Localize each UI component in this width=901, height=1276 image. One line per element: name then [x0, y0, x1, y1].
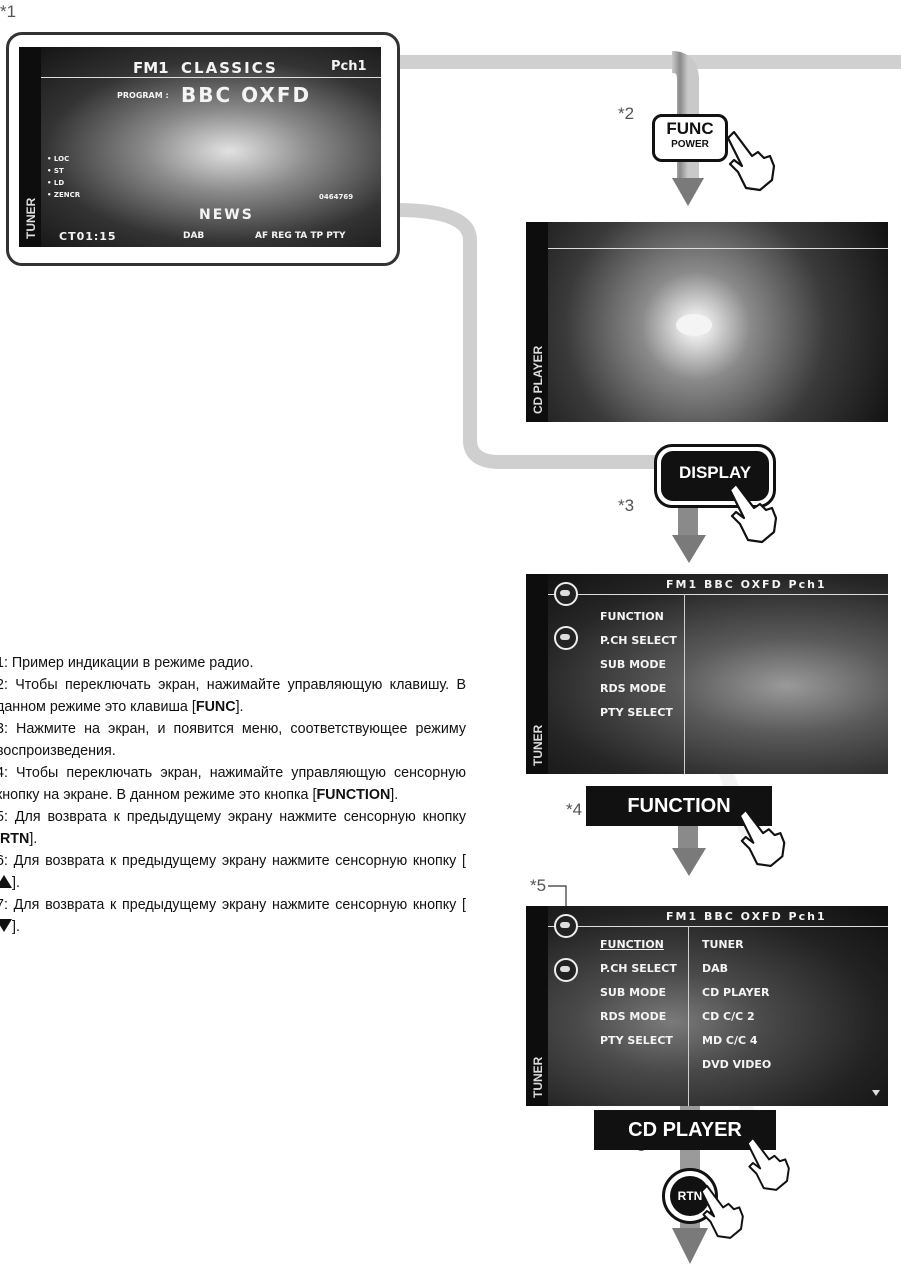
- notes-block: 1: Пример индикации в режиме радио. 2: Ч…: [0, 652, 466, 938]
- rds-flags: AF REG TA TP PTY: [255, 231, 346, 241]
- display-button[interactable]: DISPLAY: [661, 451, 769, 501]
- note-3: 3: Нажмите на экран, и появится меню, со…: [0, 721, 466, 759]
- indicator-1: • ST: [47, 167, 64, 175]
- clock-label: CT01:15: [59, 230, 117, 243]
- news-label: NEWS: [199, 207, 254, 223]
- screen-header: FM1 BBC OXFD Pch1: [666, 578, 827, 591]
- menu-item-pty-select[interactable]: PTY SELECT: [600, 1034, 673, 1047]
- mode-label: TUNER: [19, 47, 41, 247]
- screen-header: FM1 BBC OXFD Pch1: [666, 910, 827, 923]
- connector-line-display: [395, 203, 658, 469]
- hand-icon: [728, 482, 778, 544]
- cd-player-display: CD PLAYER: [526, 222, 888, 422]
- step-marker-3: *3: [618, 496, 635, 515]
- display-button-frame: DISPLAY: [654, 444, 776, 508]
- down-triangle-icon: [0, 919, 12, 932]
- indicator-3: • ZENCR: [47, 191, 81, 199]
- cd-disc-icon: [676, 314, 712, 336]
- menu-item-pty-select[interactable]: PTY SELECT: [600, 706, 673, 719]
- note-4: 4: Чтобы переключать экран, нажимайте уп…: [0, 765, 466, 803]
- mode-label: TUNER: [526, 906, 548, 1106]
- hand-icon: [746, 1136, 790, 1191]
- note-1: 1: Пример индикации в режиме радио.: [0, 655, 254, 671]
- power-label: POWER: [671, 139, 709, 150]
- indicator-2: • LD: [47, 179, 65, 187]
- up-triangle-icon: [0, 875, 12, 888]
- step-marker-2: *2: [618, 104, 635, 123]
- mode-label: CD PLAYER: [526, 222, 548, 422]
- arrow-shaft-2: [678, 505, 698, 535]
- menu-item-pch-select[interactable]: P.CH SELECT: [600, 962, 677, 975]
- step-marker-4: *4: [566, 800, 583, 819]
- function-md-changer[interactable]: MD C/C 4: [702, 1034, 758, 1047]
- step-marker-1: *1: [0, 2, 17, 21]
- cd-player-button[interactable]: CD PLAYER: [594, 1110, 776, 1150]
- pch-label: Pch1: [331, 59, 367, 74]
- program-prefix: PROGRAM :: [117, 91, 169, 100]
- mode-label: TUNER: [526, 574, 548, 774]
- arrow-down-3: [672, 848, 706, 876]
- menu-item-pch-select[interactable]: P.CH SELECT: [600, 634, 677, 647]
- menu-item-sub-mode[interactable]: SUB MODE: [600, 658, 667, 671]
- note-7: 7: Для возврата к предыдущему экрану наж…: [0, 894, 466, 938]
- arrow-down-2: [672, 535, 706, 563]
- car-icon[interactable]: [554, 958, 578, 982]
- car-icon[interactable]: [554, 582, 578, 606]
- hand-icon: [700, 1184, 744, 1239]
- function-cd-changer[interactable]: CD C/C 2: [702, 1010, 755, 1023]
- connector-line-func: [671, 51, 699, 180]
- pty-label: CLASSICS: [181, 59, 278, 77]
- step-marker-5a: *5: [530, 876, 547, 895]
- arrow-down-1: [672, 178, 704, 206]
- hand-icon: [738, 808, 786, 868]
- func-label: FUNC: [666, 119, 714, 138]
- function-tuner[interactable]: TUNER: [702, 938, 744, 951]
- function-cd-player[interactable]: CD PLAYER: [702, 986, 770, 999]
- menu-item-function[interactable]: FUNCTION: [600, 938, 664, 951]
- indicator-0: • LOC: [47, 155, 70, 163]
- hand-icon: [726, 130, 776, 192]
- car-icon[interactable]: [554, 626, 578, 650]
- note-2: 2: Чтобы переключать экран, нажимайте уп…: [0, 677, 466, 715]
- note-6: 6: Для возврата к предыдущему экрану наж…: [0, 850, 466, 894]
- car-icon[interactable]: [554, 914, 578, 938]
- menu-item-sub-mode[interactable]: SUB MODE: [600, 986, 667, 999]
- func-power-button[interactable]: FUNC POWER: [652, 114, 728, 162]
- function-dab[interactable]: DAB: [702, 962, 729, 975]
- arrow-down-4: [672, 1228, 708, 1264]
- function-dvd-video[interactable]: DVD VIDEO: [702, 1058, 772, 1071]
- function-submenu-display: TUNER FM1 BBC OXFD Pch1 FUNCTION P.CH SE…: [526, 906, 888, 1106]
- screen1-frame: TUNER FM1 CLASSICS Pch1 PROGRAM : BBC OX…: [6, 32, 400, 266]
- dab-label: DAB: [183, 231, 205, 241]
- tuner-display: TUNER FM1 CLASSICS Pch1 PROGRAM : BBC OX…: [19, 47, 381, 247]
- menu-item-rds-mode[interactable]: RDS MODE: [600, 682, 667, 695]
- scroll-down-icon[interactable]: [872, 1090, 880, 1096]
- note-5: 5: Для возврата к предыдущему экрану наж…: [0, 809, 466, 847]
- menu-display: TUNER FM1 BBC OXFD Pch1 FUNCTION P.CH SE…: [526, 574, 888, 774]
- menu-item-rds-mode[interactable]: RDS MODE: [600, 1010, 667, 1023]
- band-label: FM1: [133, 59, 169, 77]
- menu-item-function[interactable]: FUNCTION: [600, 610, 664, 623]
- pi-code: 0464769: [319, 193, 354, 201]
- station-name: BBC OXFD: [181, 83, 312, 107]
